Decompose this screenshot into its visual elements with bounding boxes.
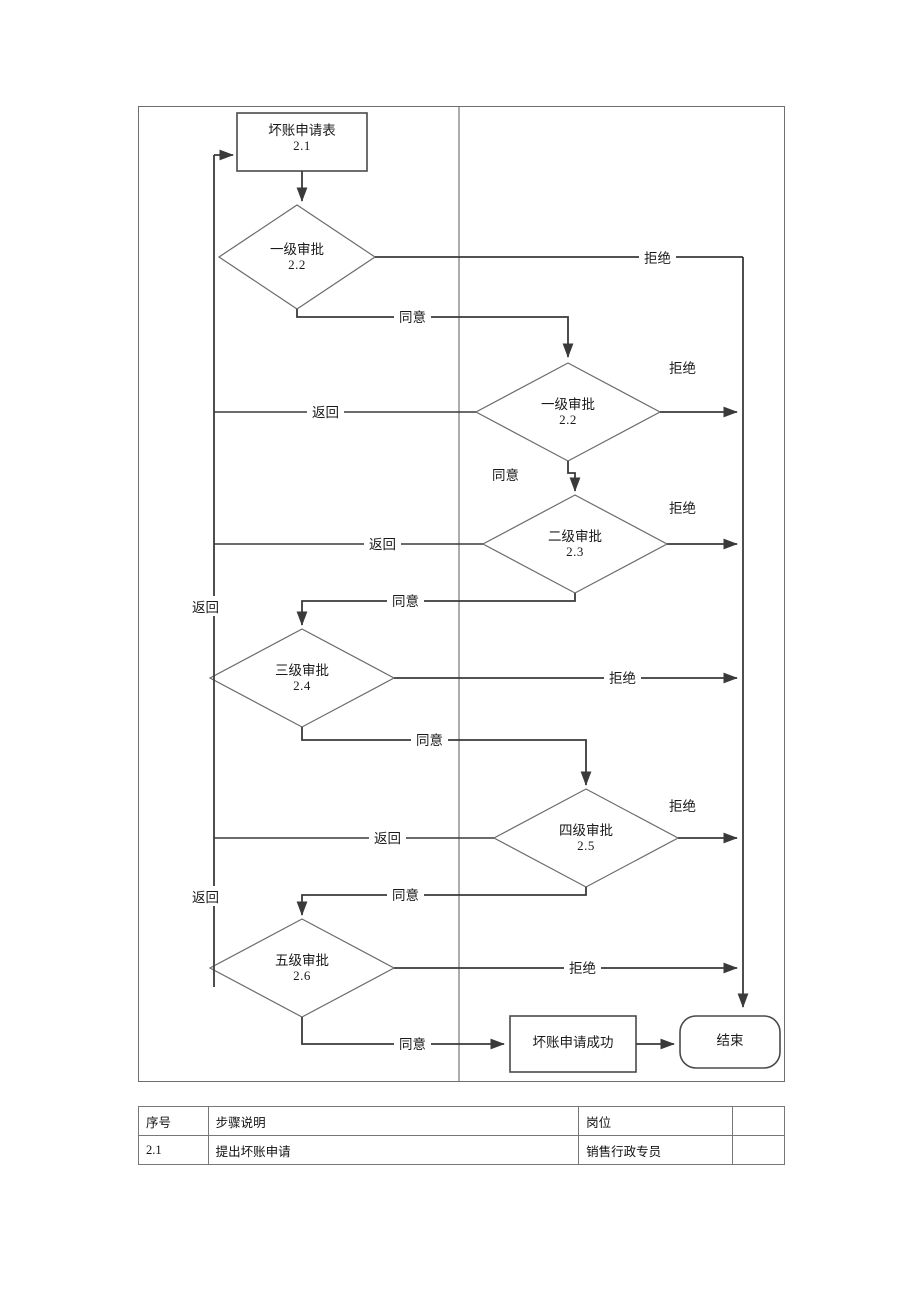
edge-label-agree-6: 同意 [394, 1033, 431, 1053]
node-approval-l5 [208, 918, 396, 1018]
edge-label-agree-5: 同意 [387, 884, 424, 904]
node-approval-l4 [492, 788, 680, 888]
table-header-desc: 步骤说明 [207, 1106, 580, 1136]
edge-l1b-agree [567, 461, 581, 492]
steps-table: 序号 步骤说明 岗位 2.1 提出坏账申请 销售行政专员 [138, 1106, 785, 1165]
table-header-extra [732, 1106, 785, 1136]
edge-label-return-3: 返回 [187, 596, 224, 616]
edge-label-reject-4: 拒绝 [604, 667, 641, 687]
edge-label-return-4: 返回 [369, 827, 406, 847]
edge-l1-agree [296, 309, 574, 358]
table-header-role: 岗位 [578, 1106, 734, 1136]
edge-label-reject-6: 拒绝 [564, 957, 601, 977]
node-approval-l1 [217, 204, 377, 310]
edge-label-reject-5: 拒绝 [664, 795, 701, 815]
node-end [679, 1015, 781, 1069]
cell-role: 销售行政专员 [578, 1135, 734, 1165]
edge-label-agree-3: 同意 [387, 590, 424, 610]
node-approval-l3 [208, 628, 396, 728]
table-row: 2.1 提出坏账申请 销售行政专员 [138, 1135, 785, 1165]
node-approval-l1b [474, 362, 662, 462]
cell-desc: 提出坏账申请 [207, 1135, 580, 1165]
edge-label-reject-2: 拒绝 [664, 357, 701, 377]
edge-l4-agree [296, 887, 587, 916]
table-header-row: 序号 步骤说明 岗位 [138, 1106, 785, 1136]
cell-extra [732, 1135, 785, 1165]
edge-label-return-2: 返回 [364, 533, 401, 553]
node-approval-l2 [481, 494, 669, 594]
edge-label-reject-1: 拒绝 [639, 247, 676, 267]
edge-label-agree-4: 同意 [411, 729, 448, 749]
edge-l5-agree [301, 1017, 505, 1050]
edge-label-agree-1: 同意 [394, 306, 431, 326]
cell-no: 2.1 [138, 1135, 209, 1165]
table-header-no: 序号 [138, 1106, 209, 1136]
edge-l2-agree [296, 593, 576, 626]
edge-label-agree-2: 同意 [487, 464, 524, 484]
flowchart-container: 坏账申请表 2.1 一级审批 2.2 一级审批 2.2 二级审批 2.3 三级审… [138, 106, 785, 1082]
edge-label-return-1: 返回 [307, 401, 344, 421]
edge-label-return-5: 返回 [187, 886, 224, 906]
node-bad-debt-form [236, 112, 368, 172]
node-success [509, 1015, 637, 1073]
edge-label-reject-3: 拒绝 [664, 497, 701, 517]
flowchart-graphics [208, 107, 781, 1081]
